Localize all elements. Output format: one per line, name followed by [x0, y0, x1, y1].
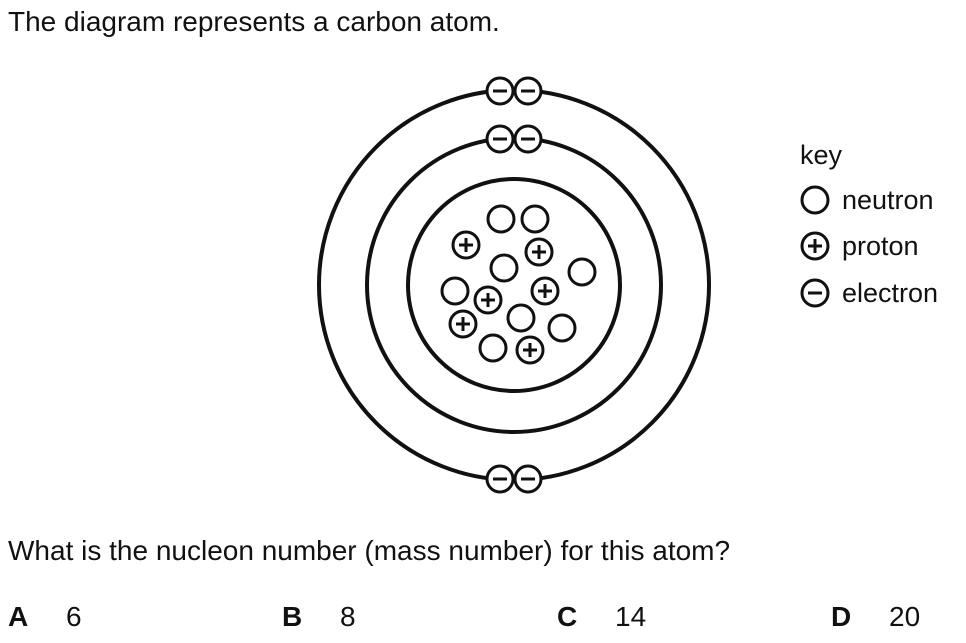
proton [524, 237, 554, 267]
electron [485, 464, 515, 494]
key-item-electron: electron [798, 273, 938, 313]
neutron [567, 257, 597, 287]
electron [513, 464, 543, 494]
option-d[interactable]: D 20 [831, 598, 920, 636]
option-value: 6 [66, 601, 82, 632]
option-letter: C [557, 601, 578, 632]
electron [485, 124, 515, 154]
neutron [486, 204, 516, 234]
proton [473, 285, 503, 315]
key-title: key [800, 140, 843, 170]
option-value: 20 [889, 601, 921, 632]
proton [515, 335, 545, 365]
proton [448, 309, 478, 339]
electron [513, 124, 543, 154]
option-letter: D [831, 601, 852, 632]
legend-key: key neutron proton electron [798, 138, 966, 318]
electron-icon [800, 278, 830, 308]
neutron [489, 253, 519, 283]
proton [530, 276, 560, 306]
key-item-proton: proton [798, 226, 919, 266]
question-text: What is the nucleon number (mass number)… [8, 535, 731, 566]
key-label-proton: proton [842, 231, 919, 261]
proton [451, 230, 481, 260]
option-c[interactable]: C 14 [557, 598, 646, 636]
neutron [506, 303, 536, 333]
neutron [520, 204, 550, 234]
option-value: 8 [340, 601, 356, 632]
inner-shell [365, 136, 663, 434]
carbon-atom-diagram [317, 76, 711, 494]
neutron [478, 333, 508, 363]
intro-text: The diagram represents a carbon atom. [8, 6, 500, 37]
option-letter: A [8, 601, 29, 632]
option-value: 14 [615, 601, 647, 632]
key-item-neutron: neutron [798, 180, 934, 220]
outer-shell [317, 88, 711, 482]
neutron [547, 313, 577, 343]
option-letter: B [282, 601, 303, 632]
nucleus-boundary [406, 177, 622, 393]
key-label-neutron: neutron [842, 185, 934, 215]
neutron-icon [800, 185, 830, 215]
electron [485, 76, 515, 106]
neutron [440, 276, 470, 306]
proton-icon [800, 231, 830, 261]
electron [513, 76, 543, 106]
key-label-electron: electron [842, 278, 939, 308]
